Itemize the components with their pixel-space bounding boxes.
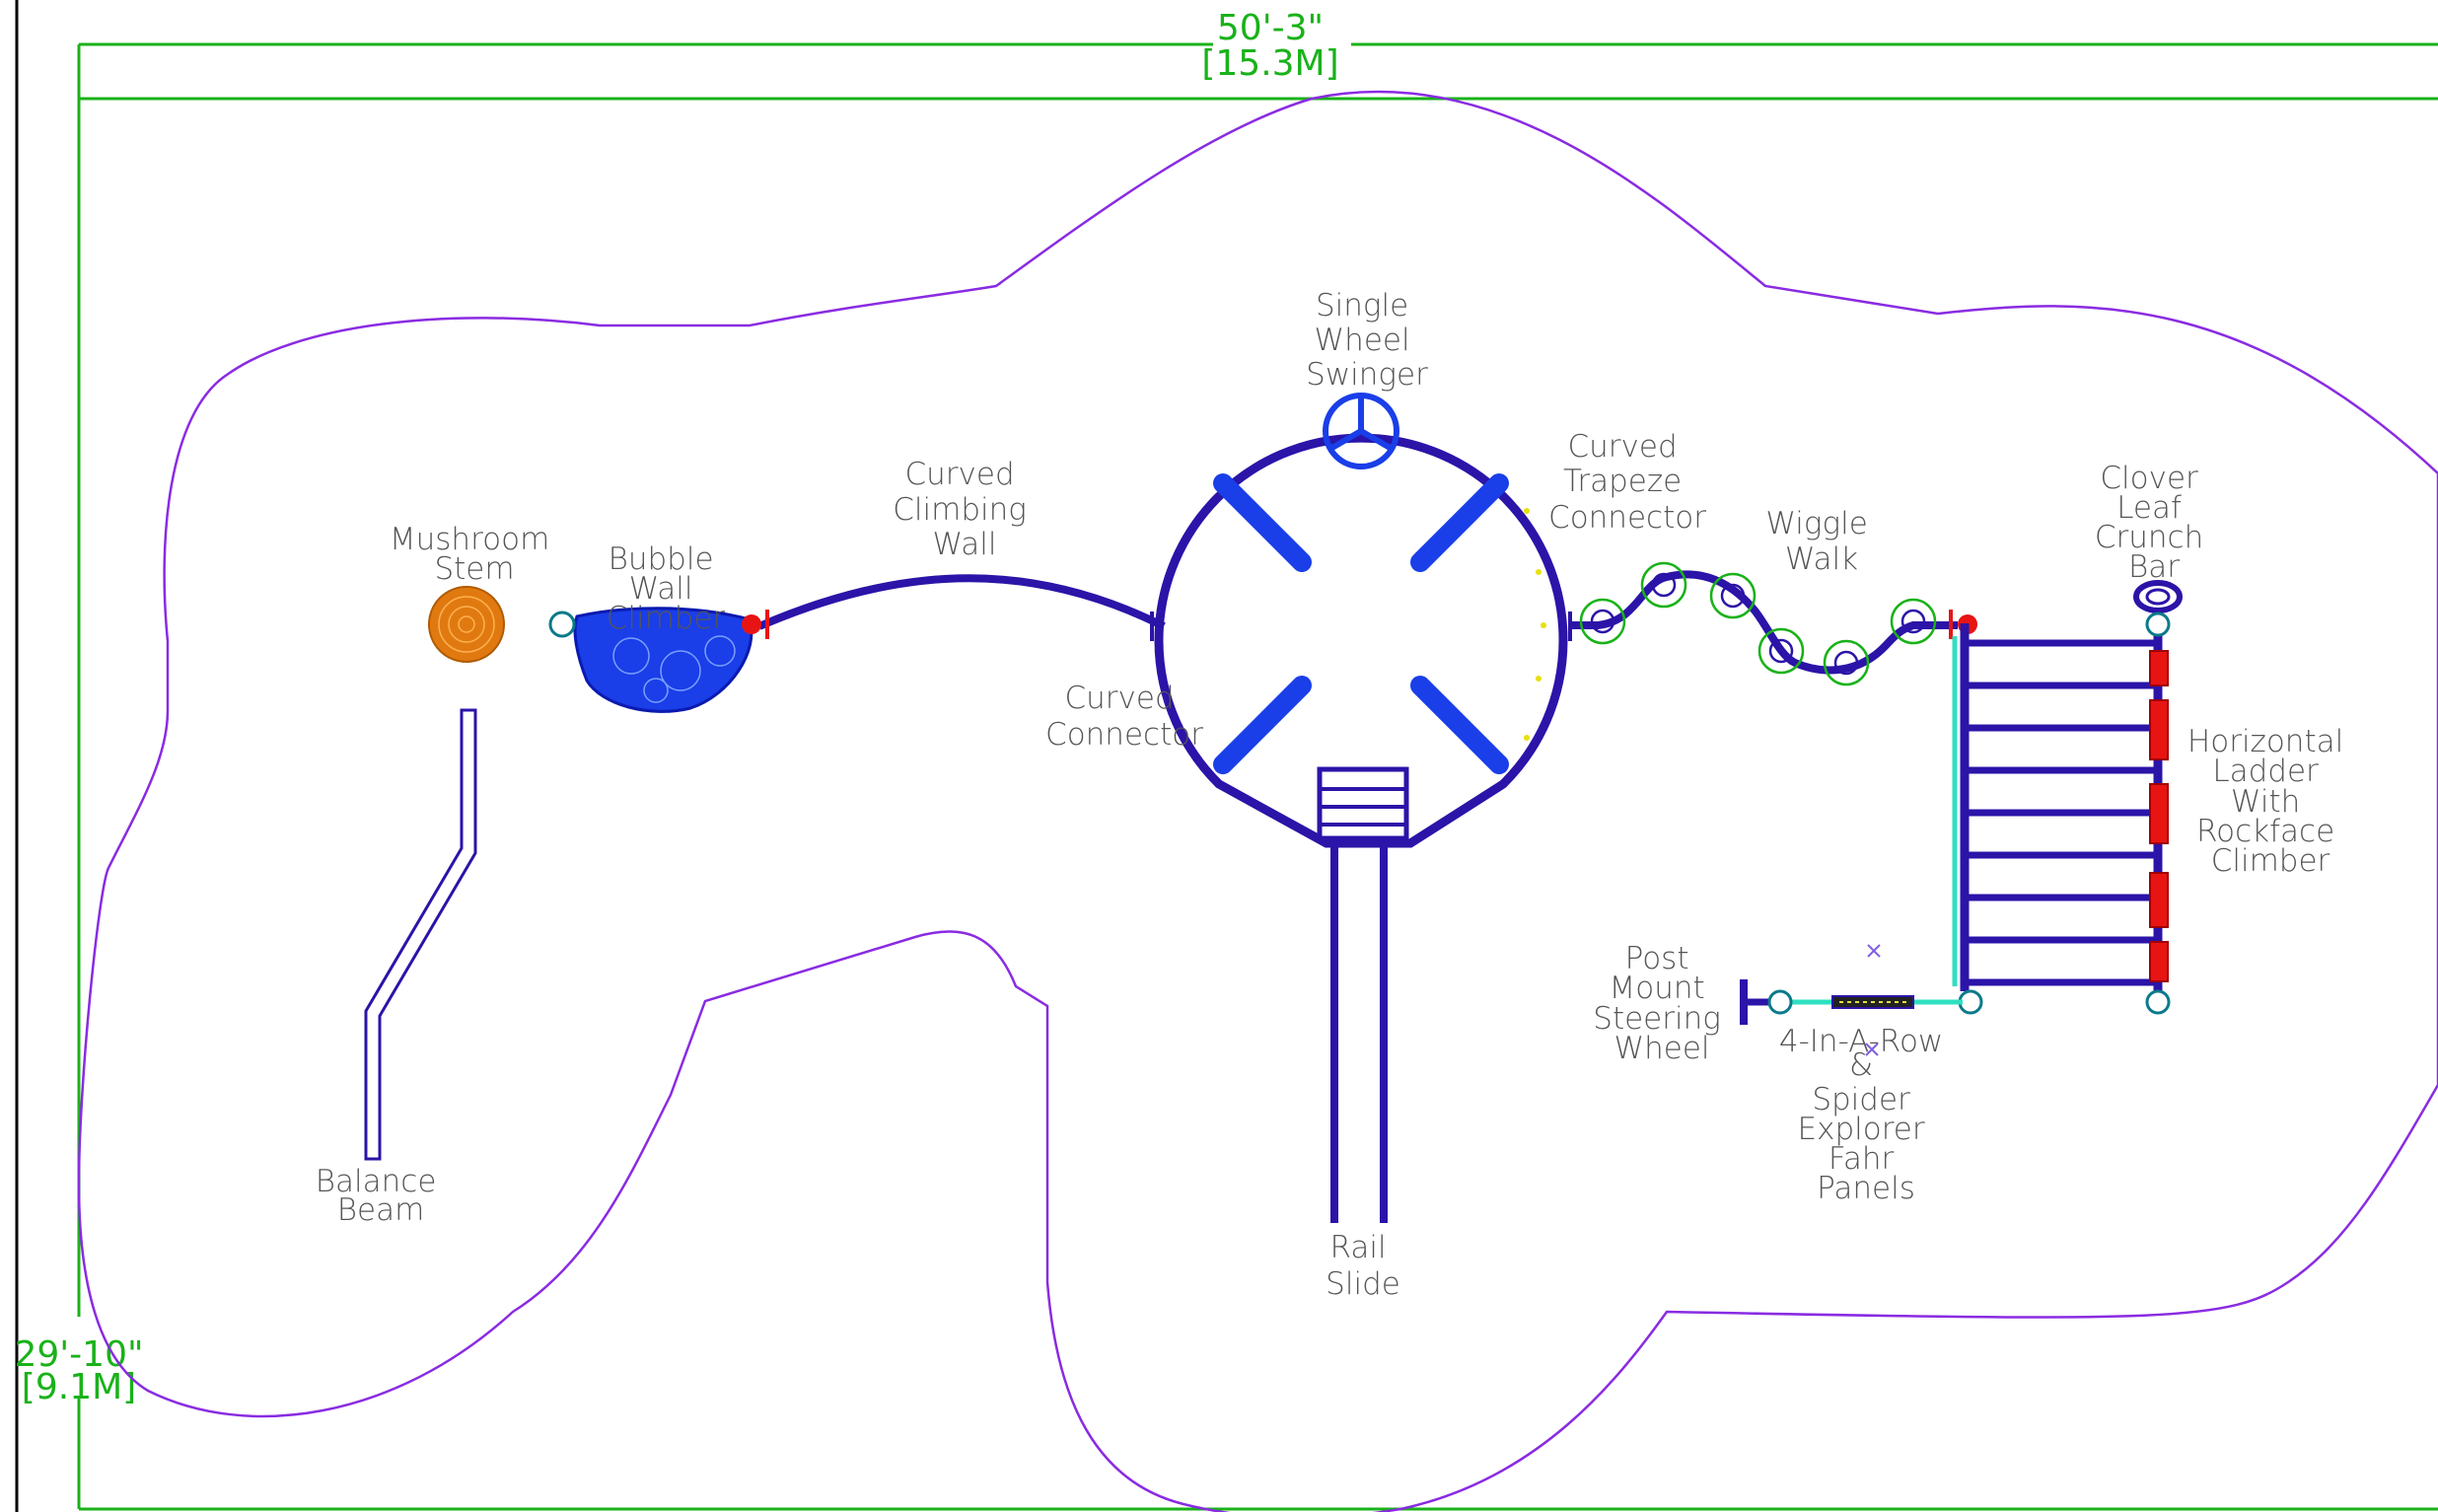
label-curved-connector: Curved Connector <box>1045 681 1203 753</box>
post-mount-steering-wheel <box>1740 979 1793 1025</box>
four-in-a-row-panels <box>1785 944 1963 1056</box>
label-wiggle-walk: Wiggle Walk <box>1765 506 1877 577</box>
label-bubble-wall-climber: Bubble Wall Climber <box>607 541 726 636</box>
label-four-in-a-row: 4-In-A-Row & Spider Explorer Fahr Panels <box>1779 1024 1953 1206</box>
label-single-wheel-swinger: Single Wheel Swinger <box>1306 288 1428 393</box>
bubble-wall-climber <box>548 607 753 713</box>
label-balance-beam: Balance Beam <box>316 1164 447 1228</box>
height-dimension-meters: [9.1M] <box>22 1367 136 1407</box>
curved-climbing-wall <box>742 574 1166 641</box>
horizontal-ladder <box>1952 623 2171 1015</box>
label-post-mount-steering-wheel: Post Mount Steering Wheel <box>1593 941 1730 1066</box>
rail-slide <box>1330 843 1388 1223</box>
width-dimension-feet: 50'-3" <box>1217 8 1324 48</box>
trapeze-connector-marks <box>1524 508 1546 741</box>
wiggle-walk <box>1568 561 1977 686</box>
label-clover-leaf-crunch-bar: Clover Leaf Crunch Bar <box>2095 461 2213 585</box>
single-wheel-swinger <box>1323 393 1399 469</box>
label-mushroom-stem: Mushroom Stem <box>390 522 559 587</box>
width-dimension-meters: [15.3M] <box>1201 43 1338 84</box>
label-curved-trapeze-connector: Curved Trapeze Connector <box>1548 429 1706 536</box>
playground-boundary <box>77 90 2438 1512</box>
label-curved-climbing-wall: Curved Climbing Wall <box>893 457 1036 562</box>
clover-leaf-crunch-bar <box>2133 580 2183 637</box>
mushroom-stem <box>428 586 505 663</box>
dimension-lines <box>77 42 2438 1511</box>
central-deck <box>1154 433 1568 848</box>
balance-beam <box>364 708 477 1161</box>
label-rail-slide: Rail Slide <box>1326 1230 1400 1302</box>
label-horizontal-ladder: Horizontal Ladder With Rockface Climber <box>2187 724 2353 879</box>
